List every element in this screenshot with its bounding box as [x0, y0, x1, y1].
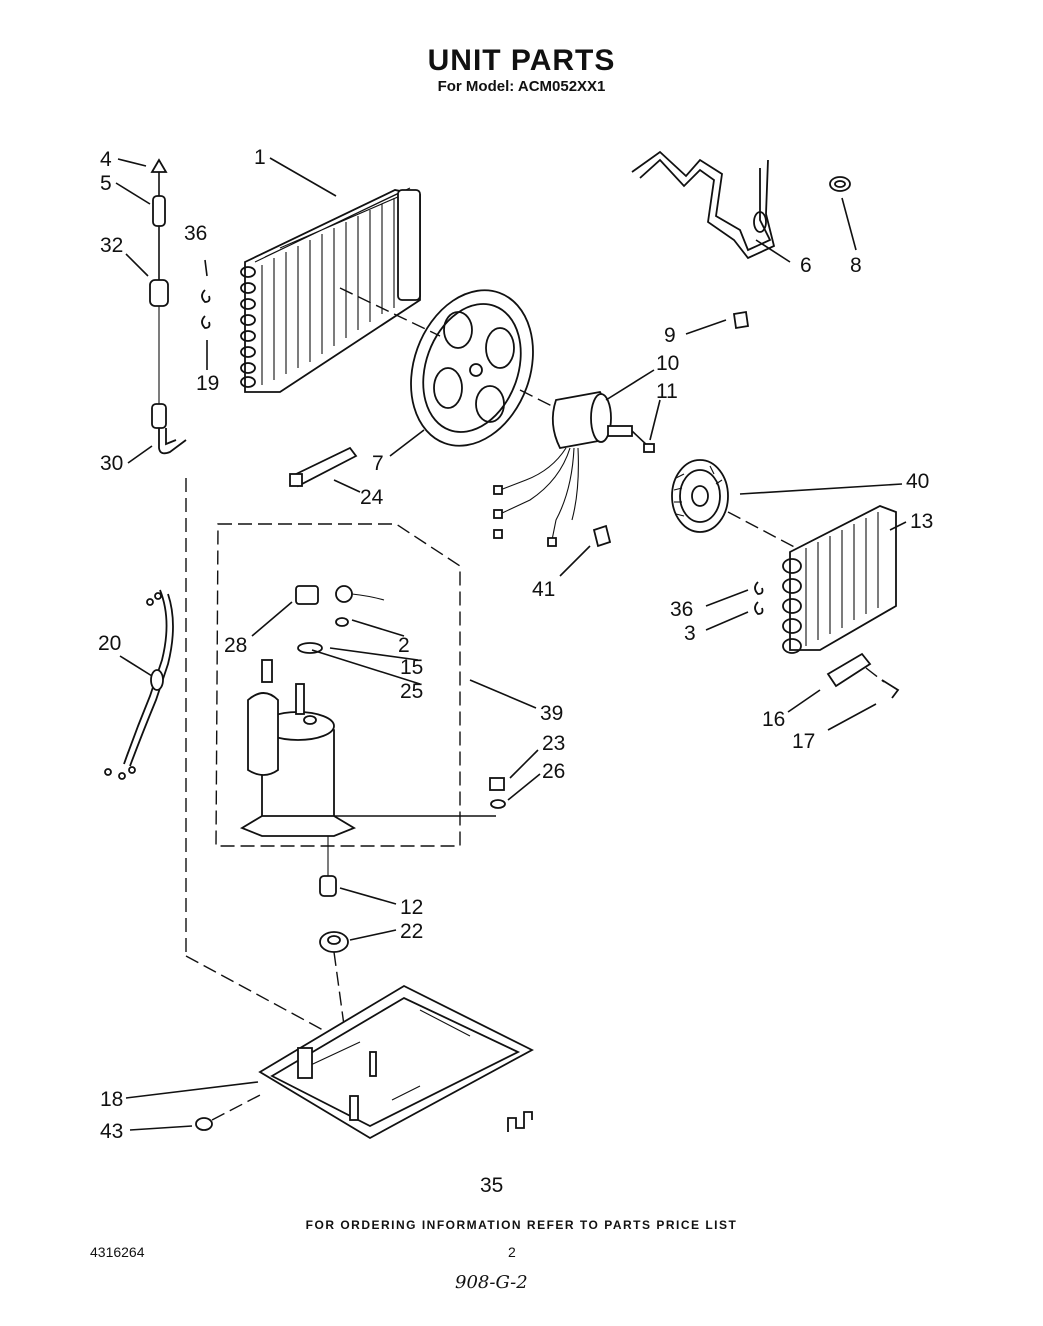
callout-label: 39	[540, 702, 563, 725]
compressor-assembly-outline	[215, 523, 461, 847]
bracket	[826, 652, 900, 699]
axis-line-blower	[727, 511, 801, 551]
base-pan	[258, 984, 534, 1140]
callout-label: 36	[184, 222, 207, 245]
axis-line-shroud	[339, 287, 441, 337]
callout-label: 43	[100, 1120, 123, 1143]
capillary-assembly	[149, 158, 187, 455]
callout-label: 26	[542, 760, 565, 783]
leader-arrows	[115, 157, 907, 1131]
callout-label: 36	[670, 598, 693, 621]
callout-label: 17	[792, 730, 815, 753]
axis-line-motor	[519, 389, 561, 411]
document-number: 4316264	[90, 1244, 145, 1260]
page-number: 2	[508, 1244, 516, 1260]
callout-label: 11	[656, 380, 678, 403]
callout-label: 25	[400, 680, 423, 703]
callout-label: 32	[100, 234, 123, 257]
callout-label: 4	[100, 148, 112, 171]
page-title: UNIT PARTS	[427, 44, 616, 77]
callout-label: 5	[100, 172, 112, 195]
compressor	[239, 659, 357, 837]
motor-clip	[732, 310, 750, 330]
callout-label: 8	[850, 254, 862, 277]
sensor-rod	[289, 446, 358, 488]
evaporator-coil	[240, 187, 421, 393]
terminal-cover	[335, 585, 385, 627]
connector	[592, 524, 612, 548]
callout-label: 6	[800, 254, 812, 277]
callout-label: 3	[684, 622, 696, 645]
spring-clip	[507, 1111, 533, 1132]
callout-label: 24	[360, 486, 384, 509]
blower-wheel	[671, 459, 729, 533]
callout-label: 1	[254, 146, 266, 169]
overload-protector	[295, 585, 319, 605]
callout-label: 12	[400, 896, 423, 919]
callout-label: 41	[532, 578, 555, 601]
callout-label: 13	[910, 510, 933, 533]
callout-label: 22	[400, 920, 423, 943]
callout-label: 35	[480, 1174, 503, 1197]
fan-motor	[493, 391, 655, 547]
callout-label: 15	[400, 656, 423, 679]
callout-label: 16	[762, 708, 785, 731]
grommet	[829, 176, 851, 192]
callout-label: 40	[906, 470, 929, 493]
condenser-coil	[782, 505, 897, 654]
model-subtitle: For Model: ACM052XX1	[437, 78, 606, 95]
callout-label: 20	[98, 632, 121, 655]
callout-label: 7	[372, 452, 384, 475]
ordering-info-note: FOR ORDERING INFORMATION REFER TO PARTS …	[305, 1218, 738, 1232]
handwritten-note: 908-G-2	[455, 1272, 528, 1293]
callout-label: 9	[664, 324, 676, 347]
clips-right	[754, 581, 764, 615]
callout-label: 19	[196, 372, 219, 395]
screw	[195, 1093, 263, 1131]
fan-shroud	[410, 289, 534, 447]
callout-label: 28	[224, 634, 247, 657]
mount-grommet	[319, 836, 349, 1041]
callout-label: 10	[656, 352, 679, 375]
nut-washer	[489, 777, 506, 809]
wire-harness	[104, 589, 174, 780]
callout-label: 30	[100, 452, 123, 475]
callout-labels: 4 5 32 30 36 19 1 7 24 6 8 9 10 11 40 13…	[98, 146, 933, 1197]
callout-label: 18	[100, 1088, 123, 1111]
drain-tube	[631, 150, 776, 260]
callout-label: 23	[542, 732, 565, 755]
clips-left	[201, 289, 211, 329]
callout-label: 2	[398, 634, 410, 657]
